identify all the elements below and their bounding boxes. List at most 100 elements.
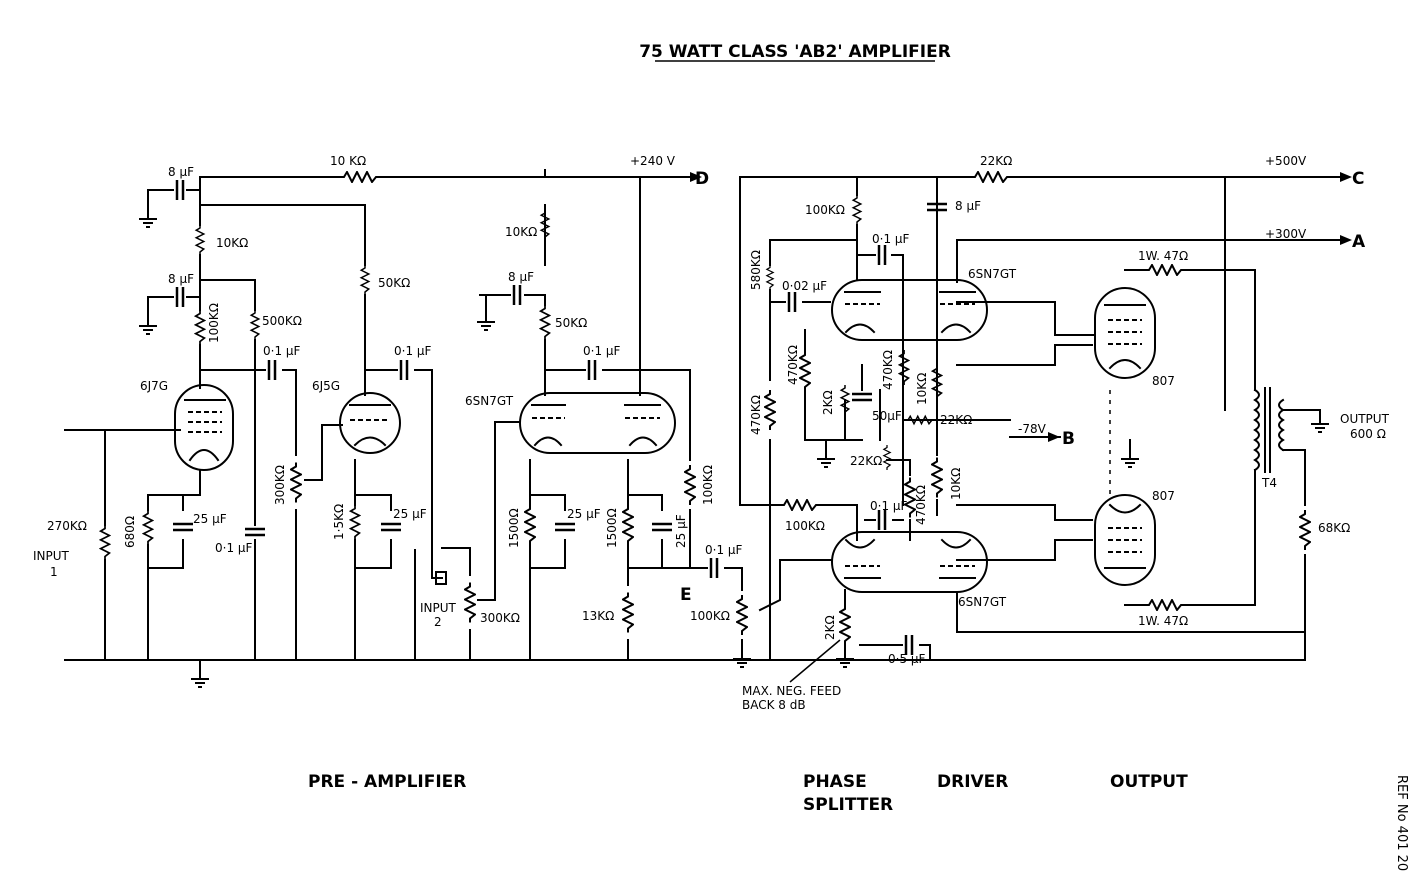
label-c-50: 50μF (872, 409, 902, 423)
label-c-8uf-4: 8 μF (955, 199, 981, 213)
section-labels: PRE - AMPLIFIER PHASE SPLITTER DRIVER OU… (308, 772, 1188, 815)
node-c: C (1352, 169, 1364, 189)
label-c-01-4: 0·1 μF (583, 344, 621, 358)
tube-labels: 6J7G 6J5G 6SN7GT 6SN7GT 6SN7GT 807 807 T… (140, 267, 1277, 609)
diagram-title: 75 WATT CLASS 'AB2' AMPLIFIER (639, 42, 951, 62)
transformer-label: T4 (1261, 476, 1277, 490)
tube-label-807-1: 807 (1152, 374, 1175, 388)
label-c-01-7: 0·1 μF (870, 499, 908, 513)
tube-807-1 (1094, 287, 1156, 379)
label-r-270k: 270KΩ (47, 519, 87, 533)
output-transformer (1253, 387, 1285, 473)
tube-6sn7gt-1 (519, 392, 676, 454)
feedback-note-line2: BACK 8 dB (742, 698, 806, 712)
feedback-leader (789, 639, 841, 683)
tube-label-6j7g: 6J7G (140, 379, 168, 393)
power-wiring (739, 176, 1341, 661)
node-a: A (1352, 232, 1366, 252)
label-c-01-3: 0·1 μF (215, 541, 253, 555)
tube-label-6j5g: 6J5G (312, 379, 340, 393)
tube-6sn7gt-2 (831, 279, 988, 341)
rail-arrows (690, 172, 1352, 442)
label-r-22k-3: 22KΩ (850, 454, 882, 468)
label-r-2k-1: 2KΩ (821, 390, 835, 415)
tube-807-2 (1094, 494, 1156, 586)
label-r-10k-top: 10 KΩ (330, 154, 366, 168)
input-1-label: INPUT (33, 549, 70, 563)
section-phase: PHASE (803, 772, 867, 792)
tube-6j7g (174, 384, 234, 471)
input-2-jack[interactable] (435, 571, 447, 585)
label-r-22k-top: 22KΩ (980, 154, 1012, 168)
label-r-22k-2: 22KΩ (940, 413, 972, 427)
reference-number: REF No 401 20 (1394, 775, 1409, 871)
ground-symbols (138, 215, 1330, 688)
label-r-50k-2: 50KΩ (555, 316, 587, 330)
label-r-300k-1: 300KΩ (273, 465, 287, 505)
label-r-500k: 500KΩ (262, 314, 302, 328)
input-2-number: 2 (434, 615, 442, 629)
label-c-8uf-3: 8 μF (508, 270, 534, 284)
section-pre-amplifier: PRE - AMPLIFIER (308, 772, 466, 792)
label-r-1w47-2: 1W. 47Ω (1138, 614, 1188, 628)
label-r-580k: 580KΩ (749, 250, 763, 290)
label-c-05: 0·5 μF (888, 652, 926, 666)
rail-500v: +500V (1265, 154, 1307, 168)
output-label: OUTPUT (1340, 412, 1390, 426)
input-1-number: 1 (50, 565, 58, 579)
label-r-50k-1: 50KΩ (378, 276, 410, 290)
rail-300v: +300V (1265, 227, 1307, 241)
tube-6sn7gt-3 (831, 531, 988, 593)
label-r-1-5k: 1·5KΩ (332, 504, 346, 540)
label-r-13k: 13KΩ (582, 609, 614, 623)
label-c-25-1: 25 μF (193, 512, 227, 526)
label-r-470k-2: 470KΩ (749, 395, 763, 435)
label-c-002: 0·02 μF (782, 279, 827, 293)
label-r-470k-1: 470KΩ (786, 345, 800, 385)
label-r-300k-2: 300KΩ (480, 611, 520, 625)
tube-label-6sn7gt-3: 6SN7GT (958, 595, 1007, 609)
node-b: B (1062, 429, 1075, 449)
label-c-8uf-2: 8 μF (168, 272, 194, 286)
tube-label-6sn7gt-1: 6SN7GT (465, 394, 514, 408)
section-splitter: SPLITTER (803, 795, 893, 815)
label-c-8uf-1: 8 μF (168, 165, 194, 179)
label-r-100k-2: 100KΩ (701, 465, 715, 505)
preamp-wiring (64, 169, 1306, 676)
label-c-01-5: 0·1 μF (705, 543, 743, 557)
section-driver: DRIVER (937, 772, 1008, 792)
label-r-100k-pot: 100KΩ (690, 609, 730, 623)
label-r-1w47-1: 1W. 47Ω (1138, 249, 1188, 263)
io-labels: INPUT 1 INPUT 2 OUTPUT 600 Ω MAX. NEG. F… (33, 412, 1390, 712)
section-output: OUTPUT (1110, 772, 1188, 792)
rail-labels: +240 V D +500V C +300V A -78V B E (630, 154, 1366, 605)
label-r-10k-4: 10KΩ (915, 373, 929, 405)
tube-label-807-2: 807 (1152, 489, 1175, 503)
tube-6j5g (339, 392, 401, 454)
label-r-68k: 68KΩ (1318, 521, 1350, 535)
component-labels: 10 KΩ 8 μF 10KΩ 8 μF 100KΩ 500KΩ 50KΩ 0·… (47, 154, 1350, 666)
label-r-10k-5: 10KΩ (949, 468, 963, 500)
label-r-2k-2: 2KΩ (823, 615, 837, 640)
label-r-1500-1: 1500Ω (507, 508, 521, 548)
label-c-01-1: 0·1 μF (263, 344, 301, 358)
label-r-10k-3: 10KΩ (505, 225, 537, 239)
resistors (99, 171, 1311, 645)
label-r-680: 680Ω (123, 516, 137, 548)
input-2-label: INPUT (420, 601, 457, 615)
label-c-01-6: 0·1 μF (872, 232, 910, 246)
label-r-100k-1: 100KΩ (207, 303, 221, 343)
node-d: D (695, 169, 709, 189)
label-r-10k-v: 10KΩ (216, 236, 248, 250)
label-r-100k-3: 100KΩ (805, 203, 845, 217)
label-r-470k-3: 470KΩ (881, 350, 895, 390)
label-r-470k-4: 470KΩ (914, 485, 928, 525)
label-c-25-2: 25 μF (393, 507, 427, 521)
label-r-1500-2: 1500Ω (605, 508, 619, 548)
label-c-25-4: 25 μF (674, 514, 688, 548)
capacitors (147, 180, 947, 655)
rail-neg78v: -78V (1018, 422, 1047, 436)
feedback-note-line1: MAX. NEG. FEED (742, 684, 841, 698)
tube-label-6sn7gt-2: 6SN7GT (968, 267, 1017, 281)
label-c-25-3: 25 μF (567, 507, 601, 521)
